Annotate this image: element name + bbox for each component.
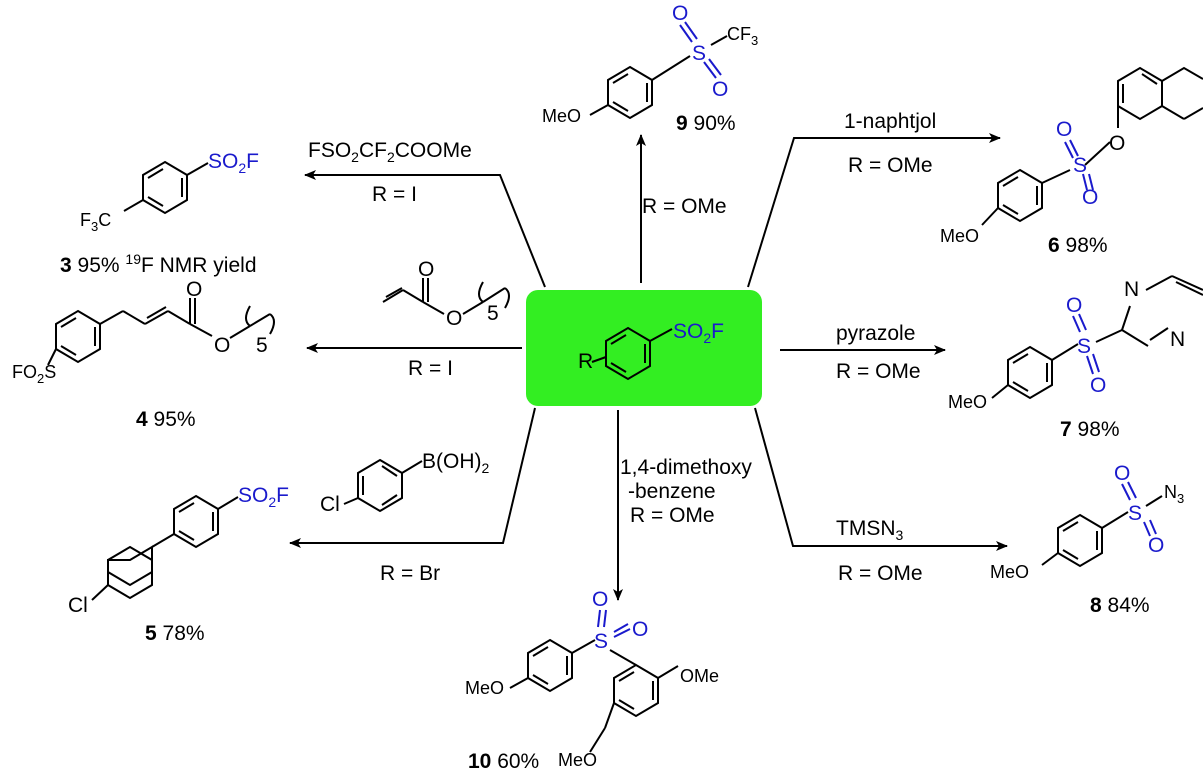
svg-text:O: O <box>1148 534 1164 557</box>
svg-text:N: N <box>1124 278 1139 301</box>
svg-text:Cl: Cl <box>320 493 340 516</box>
product-8-yield: 8 84% <box>1090 594 1150 617</box>
svg-text:Cl: Cl <box>68 594 88 617</box>
condition-9: R = OMe <box>642 195 727 218</box>
svg-text:N: N <box>1170 328 1185 351</box>
product-8: MeO S O O N3 8 84% <box>990 462 1184 617</box>
reagent-10-line1: 1,4-dimethoxy <box>620 456 752 479</box>
svg-text:MeO: MeO <box>558 750 597 770</box>
product-6-yield: 6 98% <box>1048 234 1108 257</box>
svg-text:O: O <box>1066 294 1082 317</box>
condition-7: R = OMe <box>836 360 921 383</box>
svg-text:MeO: MeO <box>940 226 979 246</box>
svg-text:O: O <box>672 2 688 25</box>
product-3: SO2F F3C 3 95% 19F NMR yield <box>60 150 259 277</box>
product-6: O S O O MeO 6 98% <box>940 66 1203 257</box>
svg-text:F3C: F3C <box>80 210 111 234</box>
svg-text:MeO: MeO <box>990 562 1029 582</box>
svg-text:O: O <box>418 258 434 281</box>
product-5: SO2F Cl 5 78% <box>68 484 289 645</box>
svg-text:MeO: MeO <box>948 392 987 412</box>
svg-text:MeO: MeO <box>465 678 504 698</box>
product-3-yield: 3 95% 19F NMR yield <box>60 251 257 277</box>
svg-text:O: O <box>1056 118 1072 141</box>
svg-text:S: S <box>1073 154 1087 177</box>
svg-text:CF3: CF3 <box>727 24 758 48</box>
svg-text:O: O <box>1082 186 1098 209</box>
arrow-to-5 <box>289 407 536 548</box>
reagent-4-structure: O O 5 <box>382 258 510 330</box>
reagent-3: FSO2CF2COOMe <box>308 139 472 165</box>
arrow-to-3 <box>304 170 546 288</box>
svg-text:S: S <box>1077 335 1091 358</box>
product-7-yield: 7 98% <box>1060 418 1120 441</box>
center-r-label: R <box>578 350 593 373</box>
boronic-acid-label: B(OH)2 <box>422 450 490 476</box>
svg-text:MeO: MeO <box>542 106 581 126</box>
product-10-yield: 10 60% <box>468 750 539 771</box>
product-4-yield: 4 95% <box>136 408 196 431</box>
svg-text:O: O <box>446 307 462 330</box>
svg-text:O: O <box>632 618 648 641</box>
condition-4: R = I <box>408 357 453 380</box>
svg-text:5: 5 <box>256 334 268 357</box>
svg-text:SO2F: SO2F <box>238 484 289 510</box>
product-9: MeO S O O CF3 9 90% <box>542 2 758 135</box>
product-4: FO2S O O 5 4 95% <box>12 278 275 431</box>
reagent-5-structure: B(OH)2 Cl <box>320 450 490 516</box>
svg-text:O: O <box>712 78 728 101</box>
svg-text:OMe: OMe <box>680 666 719 686</box>
svg-text:5: 5 <box>487 302 499 325</box>
svg-text:SO2F: SO2F <box>208 150 259 176</box>
svg-text:O: O <box>1090 374 1106 397</box>
arrow-to-8 <box>754 407 1008 551</box>
product-5-yield: 5 78% <box>145 622 205 645</box>
svg-text:FO2S: FO2S <box>12 362 56 386</box>
reagent-8: TMSN3 <box>836 517 904 543</box>
condition-10: R = OMe <box>630 504 715 527</box>
reagent-7: pyrazole <box>836 322 915 345</box>
condition-6: R = OMe <box>848 154 933 177</box>
svg-text:N3: N3 <box>1164 482 1184 506</box>
center-so2f: SO2F <box>673 320 724 346</box>
svg-text:S: S <box>692 42 706 65</box>
svg-text:O: O <box>592 588 608 611</box>
arrows <box>289 133 1008 601</box>
product-7: MeO S O O N N 7 98% <box>948 275 1203 441</box>
condition-8: R = OMe <box>838 562 923 585</box>
condition-5: R = Br <box>380 562 440 585</box>
reagent-6: 1-naphtjol <box>844 110 936 133</box>
svg-text:O: O <box>186 278 202 301</box>
condition-3: R = I <box>372 183 417 206</box>
svg-text:S: S <box>594 630 608 653</box>
reagent-10-line2: -benzene <box>628 480 716 503</box>
svg-text:O: O <box>214 334 230 357</box>
product-10: MeO S O O OMe MeO 10 60% <box>465 588 719 771</box>
center-reagent: R SO2F <box>526 290 762 406</box>
labels: FSO2CF2COOMe R = I R = I R = Br R = OMe … <box>308 110 936 585</box>
arrow-to-6 <box>747 133 1001 288</box>
svg-text:O: O <box>1109 132 1125 155</box>
svg-text:S: S <box>1128 502 1142 525</box>
svg-text:O: O <box>1114 462 1130 485</box>
product-9-yield: 9 90% <box>676 112 736 135</box>
